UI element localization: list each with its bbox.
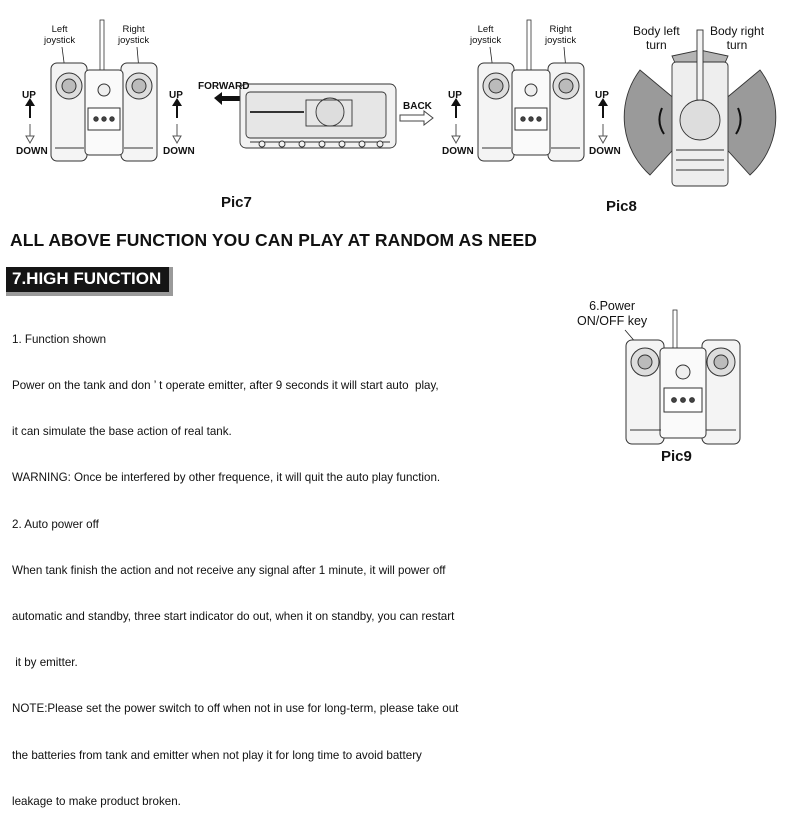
down-label-right: DOWN [163,146,195,157]
body-line: When tank finish the action and not rece… [12,563,446,577]
body-line: the batteries from tank and emitter when… [12,748,422,762]
pic7-controller-drawing [25,19,434,162]
left-joystick-label: Left joystick [44,24,76,46]
body-line: it by emitter. [12,656,78,670]
body-line: automatic and standby, three start indic… [12,610,455,624]
down-label-left: DOWN [16,146,48,157]
pic9-caption: Pic9 [661,448,692,465]
body-line: Power on the tank and don ’ t operate em… [12,379,439,393]
body-line: leakage to make product broken. [12,794,181,808]
section-title: 7.HIGH FUNCTION [6,267,174,296]
power-key-label: 6.Power ON/OFF key [577,299,648,328]
tank-side-icon [239,83,397,149]
body-line: it can simulate the base action of real … [12,425,232,439]
pic8-down-label-right: DOWN [589,146,621,157]
headline: ALL ABOVE FUNCTION YOU CAN PLAY AT RANDO… [10,230,538,250]
body-line: WARNING: Once be interfered by other fre… [12,471,441,485]
pic8-up-label-left: UP [448,90,462,101]
body-left-turn-label: Body left turn [633,24,680,52]
pic8-caption: Pic8 [606,198,637,215]
body-line: NOTE:Please set the power switch to off … [12,702,459,716]
controller-icon [477,62,585,162]
pic9-controller-drawing [624,309,741,445]
tank-rotation-icon [623,29,777,187]
body-line: 2. Auto power off [12,517,99,531]
controller-icon [50,62,158,162]
up-label-left: UP [22,90,36,101]
right-joystick-label: Right joystick [118,24,150,46]
forward-label: FORWARD [198,81,250,92]
body-line: 1. Function shown [12,332,107,346]
up-label-right: UP [169,90,183,101]
body-right-turn-label: Body right turn [710,24,765,52]
pic8-up-label-right: UP [595,90,609,101]
controller-icon [625,339,741,445]
pic8-controller-drawing [451,19,777,187]
back-label: BACK [403,101,432,112]
pic7-caption: Pic7 [221,194,252,211]
pic8-down-label-left: DOWN [442,146,474,157]
pic8-left-joystick-label: Left joystick [470,24,502,46]
pic8-right-joystick-label: Right joystick [545,24,577,46]
